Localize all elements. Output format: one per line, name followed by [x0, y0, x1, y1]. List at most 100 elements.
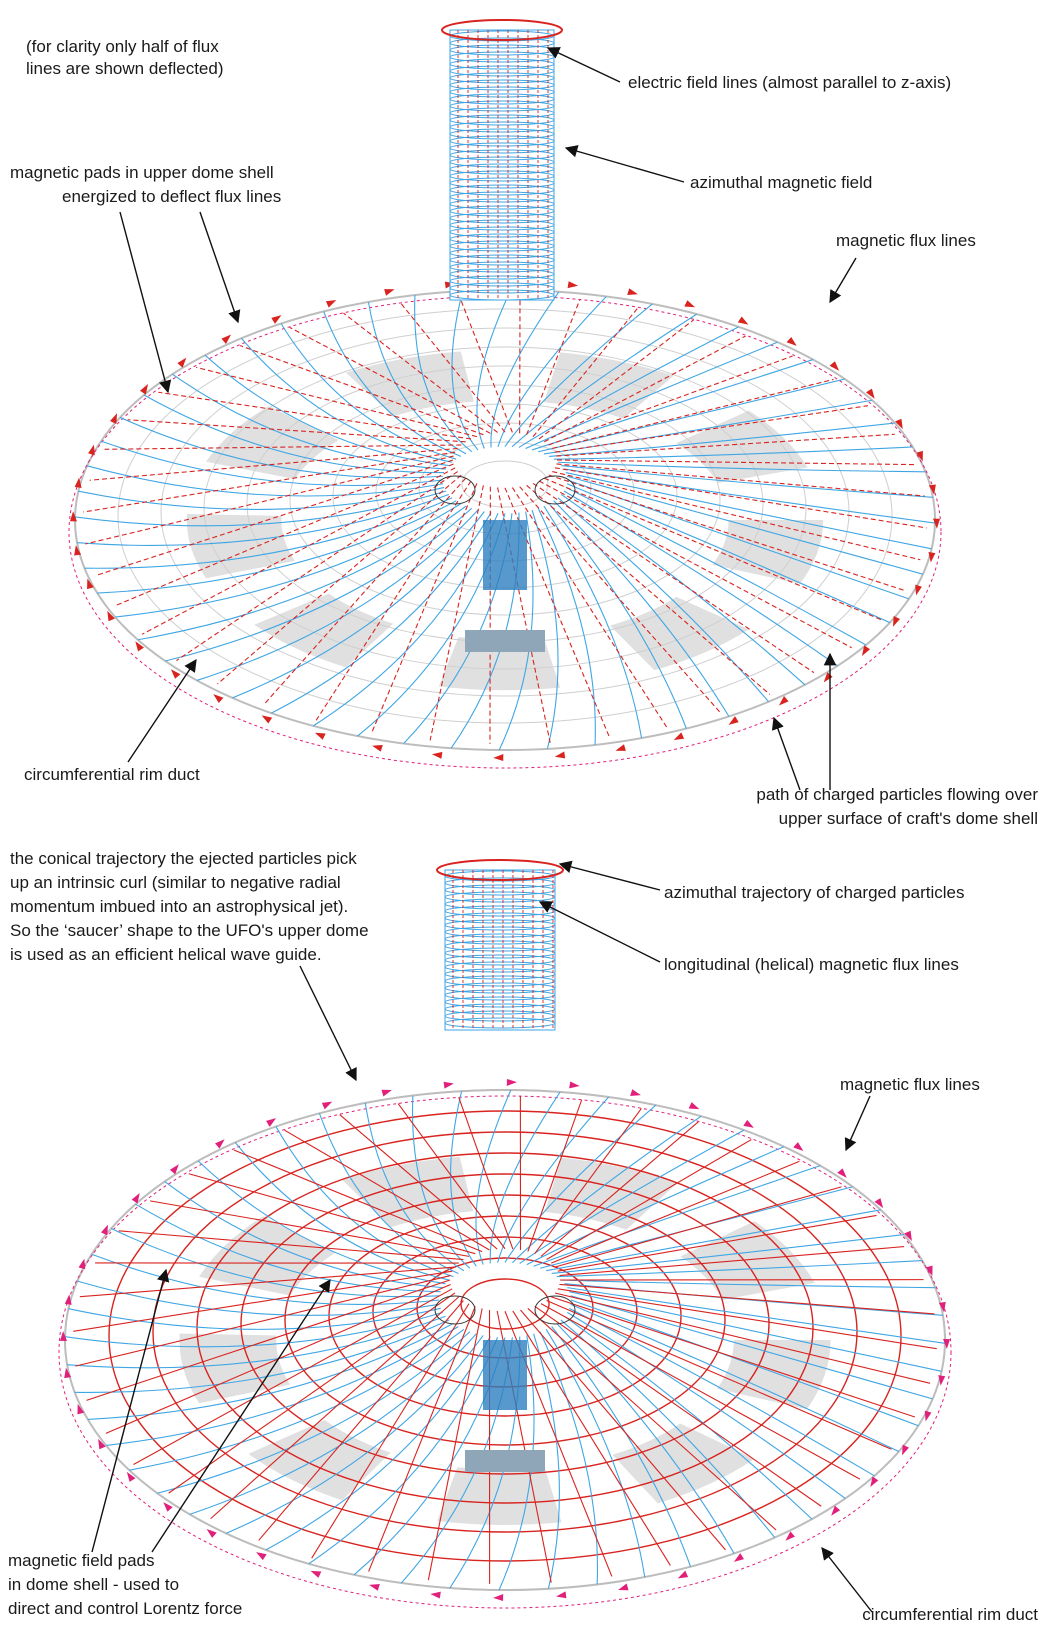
rim-duct — [68, 295, 942, 769]
particle-arrowhead — [170, 669, 181, 679]
core-coil — [534, 1295, 576, 1325]
particle-arrowhead — [556, 1591, 567, 1599]
flux-line — [77, 493, 449, 546]
flux-line — [553, 446, 913, 460]
particle-arrowhead — [78, 1258, 86, 1270]
description-line-1: the conical trajectory the ejected parti… — [10, 849, 357, 868]
particle-path — [311, 1303, 470, 1559]
particle-arrowhead — [74, 545, 82, 556]
particle-path — [168, 1292, 456, 1494]
particle-path — [559, 1246, 905, 1277]
column-helix — [449, 268, 555, 280]
particle-arrowhead — [928, 484, 936, 495]
azimuthal-field-label: azimuthal magnetic field — [690, 173, 873, 192]
flux-line — [476, 289, 512, 449]
flux-line — [91, 1253, 440, 1305]
flux-line — [526, 1146, 785, 1266]
column-helix — [444, 947, 556, 959]
field-pads-line-2: in dome shell - used to — [8, 1575, 180, 1594]
flux-line — [560, 1279, 936, 1289]
magnetic-pad — [609, 596, 749, 671]
flux-line — [97, 500, 457, 594]
flux-line — [531, 509, 559, 750]
column-helix — [444, 1017, 556, 1029]
flux-line — [157, 1331, 471, 1494]
particle-arrowhead — [381, 1089, 392, 1097]
column-helix — [444, 933, 556, 945]
particle-arrowhead — [823, 672, 833, 683]
flux-line — [68, 1307, 441, 1330]
particle-path — [556, 433, 895, 457]
column-helix — [449, 205, 555, 217]
dome-ring — [284, 1194, 726, 1446]
particle-path — [544, 335, 746, 443]
magnetic-pad — [205, 406, 339, 480]
particle-path — [551, 1296, 916, 1418]
column-helix — [449, 58, 555, 70]
particle-arrowhead — [733, 1553, 744, 1562]
field-pads-line-3: direct and control Lorentz force — [8, 1599, 243, 1618]
magnetic-pad — [248, 1420, 391, 1501]
column-helix — [444, 898, 556, 910]
flux-line — [543, 505, 643, 739]
particle-arrowhead — [938, 1301, 946, 1313]
column-helix — [449, 163, 555, 175]
particle-path — [427, 1308, 483, 1581]
column-helix — [444, 954, 556, 966]
column-helix — [449, 184, 555, 196]
particle-arrowhead — [925, 1265, 933, 1277]
particle-path — [368, 1306, 476, 1572]
particle-path — [188, 1173, 476, 1255]
pads-label-line-1: magnetic pads in upper dome shell — [10, 163, 274, 182]
flux-line — [87, 1322, 454, 1420]
magnetic-pad — [543, 352, 674, 419]
callout-arrow — [199, 211, 241, 324]
flux-line — [115, 503, 462, 618]
flux-line — [100, 440, 443, 487]
pads-label-line-2: energized to deflect flux lines — [62, 187, 282, 206]
column-helix — [449, 275, 555, 287]
particle-arrowhead — [943, 1338, 951, 1350]
magnetic-pad — [680, 1221, 815, 1300]
column-helix — [444, 905, 556, 917]
particle-path — [512, 1310, 671, 1566]
flux-line — [551, 1234, 905, 1275]
particle-arrowhead — [310, 1570, 322, 1578]
particle-arrowhead — [916, 450, 923, 462]
column-helix — [449, 128, 555, 140]
particle-path — [527, 1308, 777, 1531]
column-helix — [449, 282, 555, 294]
particle-arrowhead — [431, 751, 443, 759]
column-helix — [444, 926, 556, 938]
particle-path — [73, 1270, 453, 1332]
particle-arrowhead — [107, 610, 115, 622]
particle-arrowhead — [506, 1078, 517, 1086]
particle-arrowhead — [924, 1410, 932, 1422]
flux-line — [560, 494, 806, 686]
magnetic-pad — [199, 1216, 335, 1296]
core-emitter — [483, 1340, 527, 1410]
callout-arrow — [119, 211, 172, 394]
column-helix — [444, 996, 556, 1008]
flux-line — [533, 1333, 560, 1589]
particle-path — [217, 474, 462, 685]
particle-path — [534, 1108, 642, 1255]
particle-path — [511, 487, 667, 728]
particle-path — [519, 486, 721, 713]
flux-line — [74, 490, 447, 527]
particle-arrowhead — [430, 1591, 441, 1599]
flux-line — [525, 341, 778, 449]
particle-path — [89, 447, 458, 481]
particle-arrowhead — [87, 578, 94, 590]
particle-path — [133, 1288, 453, 1466]
flux-line — [275, 1126, 454, 1278]
callout-arrow — [558, 860, 661, 891]
particle-arrowhead — [786, 337, 797, 346]
dome-ring — [240, 1173, 770, 1475]
particle-arrowhead — [314, 732, 326, 740]
flux-line — [135, 1203, 441, 1293]
flux-line — [512, 1115, 702, 1264]
rim-duct-label-bottom: circumferential rim duct — [862, 1605, 1038, 1624]
particle-arrowhead — [630, 1089, 641, 1096]
column-helix — [449, 156, 555, 168]
